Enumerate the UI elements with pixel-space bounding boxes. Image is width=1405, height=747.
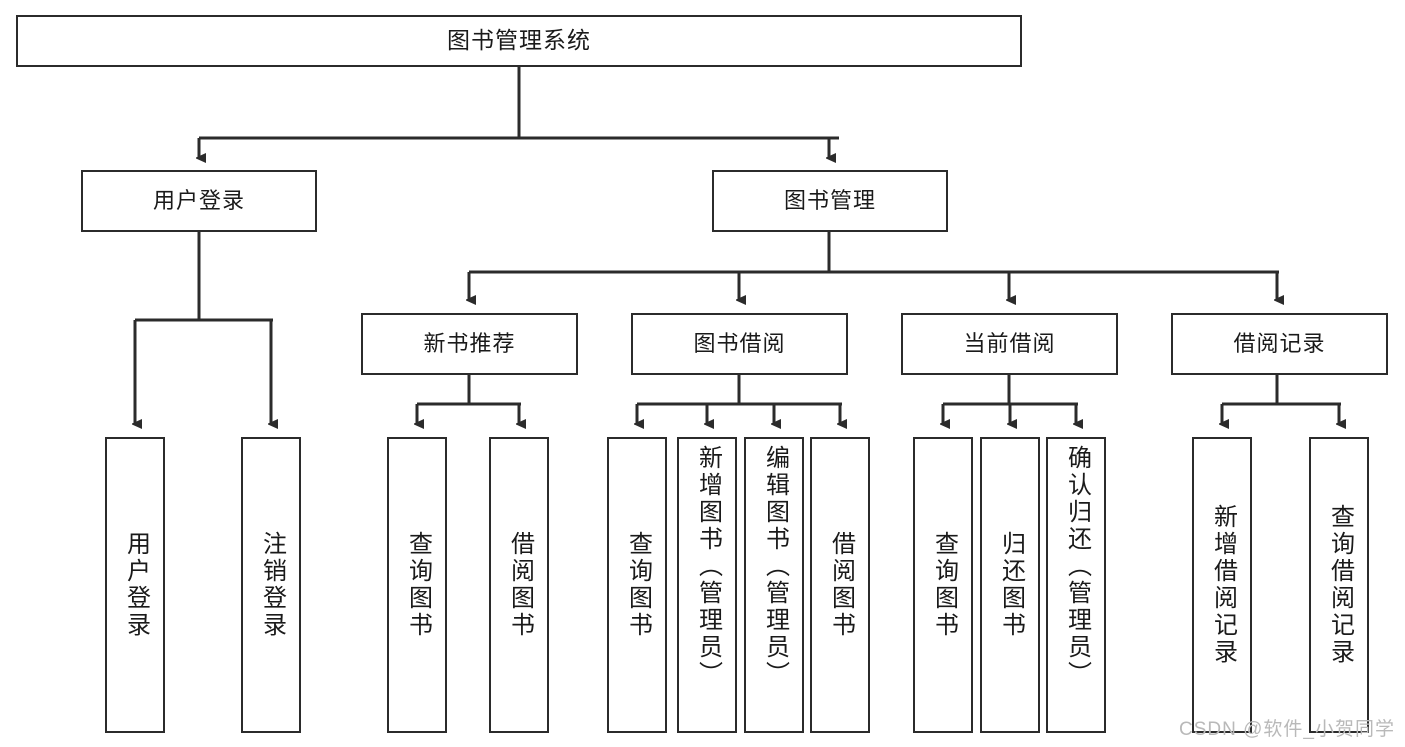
node-label: 借阅图书 bbox=[827, 531, 855, 639]
node-label: 图书管理 bbox=[783, 188, 876, 214]
leaf-currentborrow-query-book[interactable]: 查询图书 bbox=[913, 437, 973, 733]
node-new-book-recommend[interactable]: 新书推荐 bbox=[361, 313, 578, 375]
leaf-user-login[interactable]: 用户登录 bbox=[105, 437, 165, 733]
node-label: 查询图书 bbox=[404, 531, 432, 639]
node-label: 确认归还（管理员） bbox=[1063, 445, 1091, 688]
leaf-newbook-borrow-book[interactable]: 借阅图书 bbox=[489, 437, 549, 733]
node-label: 新增借阅记录 bbox=[1209, 504, 1237, 666]
leaf-bookborrow-add-book-admin[interactable]: 新增图书（管理员） bbox=[677, 437, 737, 733]
watermark: CSDN @软件_小贺同学 bbox=[1179, 719, 1395, 740]
node-label: 当前借阅 bbox=[963, 331, 1056, 357]
node-book-management[interactable]: 图书管理 bbox=[712, 170, 948, 232]
leaf-currentborrow-confirm-return-admin[interactable]: 确认归还（管理员） bbox=[1046, 437, 1106, 733]
leaf-bookborrow-borrow-book[interactable]: 借阅图书 bbox=[810, 437, 870, 733]
node-label: 新书推荐 bbox=[423, 331, 516, 357]
node-label: 查询借阅记录 bbox=[1326, 504, 1354, 666]
leaf-newbook-query-book[interactable]: 查询图书 bbox=[387, 437, 447, 733]
node-current-borrow[interactable]: 当前借阅 bbox=[901, 313, 1118, 375]
leaf-borrowrecord-add-record[interactable]: 新增借阅记录 bbox=[1192, 437, 1252, 733]
leaf-logout[interactable]: 注销登录 bbox=[241, 437, 301, 733]
node-label: 图书借阅 bbox=[693, 331, 786, 357]
node-label: 借阅图书 bbox=[506, 531, 534, 639]
node-label: 图书管理系统 bbox=[447, 27, 591, 54]
node-label: 归还图书 bbox=[997, 531, 1025, 639]
node-label: 用户登录 bbox=[152, 188, 245, 214]
node-book-borrow[interactable]: 图书借阅 bbox=[631, 313, 848, 375]
node-label: 借阅记录 bbox=[1233, 331, 1326, 357]
node-borrow-record[interactable]: 借阅记录 bbox=[1171, 313, 1388, 375]
leaf-bookborrow-query-book[interactable]: 查询图书 bbox=[607, 437, 667, 733]
node-root-system[interactable]: 图书管理系统 bbox=[16, 15, 1022, 67]
node-label: 查询图书 bbox=[930, 531, 958, 639]
node-label: 注销登录 bbox=[258, 531, 286, 639]
node-label: 新增图书（管理员） bbox=[694, 445, 722, 688]
node-user-login[interactable]: 用户登录 bbox=[81, 170, 317, 232]
node-label: 编辑图书（管理员） bbox=[761, 445, 789, 688]
node-label: 查询图书 bbox=[624, 531, 652, 639]
leaf-bookborrow-edit-book-admin[interactable]: 编辑图书（管理员） bbox=[744, 437, 804, 733]
node-label: 用户登录 bbox=[122, 531, 150, 639]
leaf-currentborrow-return-book[interactable]: 归还图书 bbox=[980, 437, 1040, 733]
leaf-borrowrecord-query-record[interactable]: 查询借阅记录 bbox=[1309, 437, 1369, 733]
